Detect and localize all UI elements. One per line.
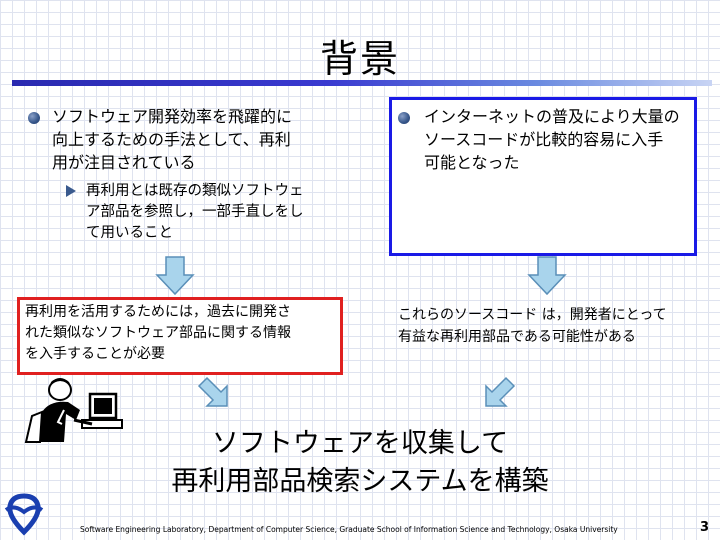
university-logo-icon bbox=[2, 492, 46, 536]
sub-bullet-icon bbox=[66, 185, 76, 197]
right-result-text: これらのソースコード は，開発者にとって 有益な再利用部品である可能性がある bbox=[398, 304, 698, 348]
page-number: 3 bbox=[700, 520, 709, 535]
bullet-icon bbox=[28, 112, 40, 124]
diagonal-arrow-icon bbox=[476, 376, 516, 416]
diagonal-arrow-icon bbox=[197, 376, 237, 416]
down-arrow-icon bbox=[527, 256, 567, 296]
footer-text: Software Engineering Laboratory, Departm… bbox=[80, 525, 618, 534]
bullet-icon bbox=[398, 112, 410, 124]
slide-title: 背景 bbox=[0, 28, 720, 83]
left-sub-bullet-text: 再利用とは既存の類似ソフトウェ ア部品を参照し，一部手直しをし て用いること bbox=[86, 181, 346, 244]
right-bullet-text: インターネットの普及により大量の ソースコードが比較的容易に入手 可能となった bbox=[424, 105, 694, 174]
down-arrow-icon bbox=[155, 256, 195, 296]
red-box-text: 再利用を活用するためには，過去に開発さ れた類似なソフトウェア部品に関する情報 … bbox=[25, 302, 335, 365]
left-bullet-text: ソフトウェア開発効率を飛躍的に 向上するための手法として、再利 用が注目されてい… bbox=[52, 105, 352, 174]
person-at-computer-icon bbox=[20, 376, 128, 448]
conclusion-text: ソフトウェアを収集して 再利用部品検索システムを構築 bbox=[120, 425, 600, 501]
title-underline bbox=[12, 80, 712, 86]
